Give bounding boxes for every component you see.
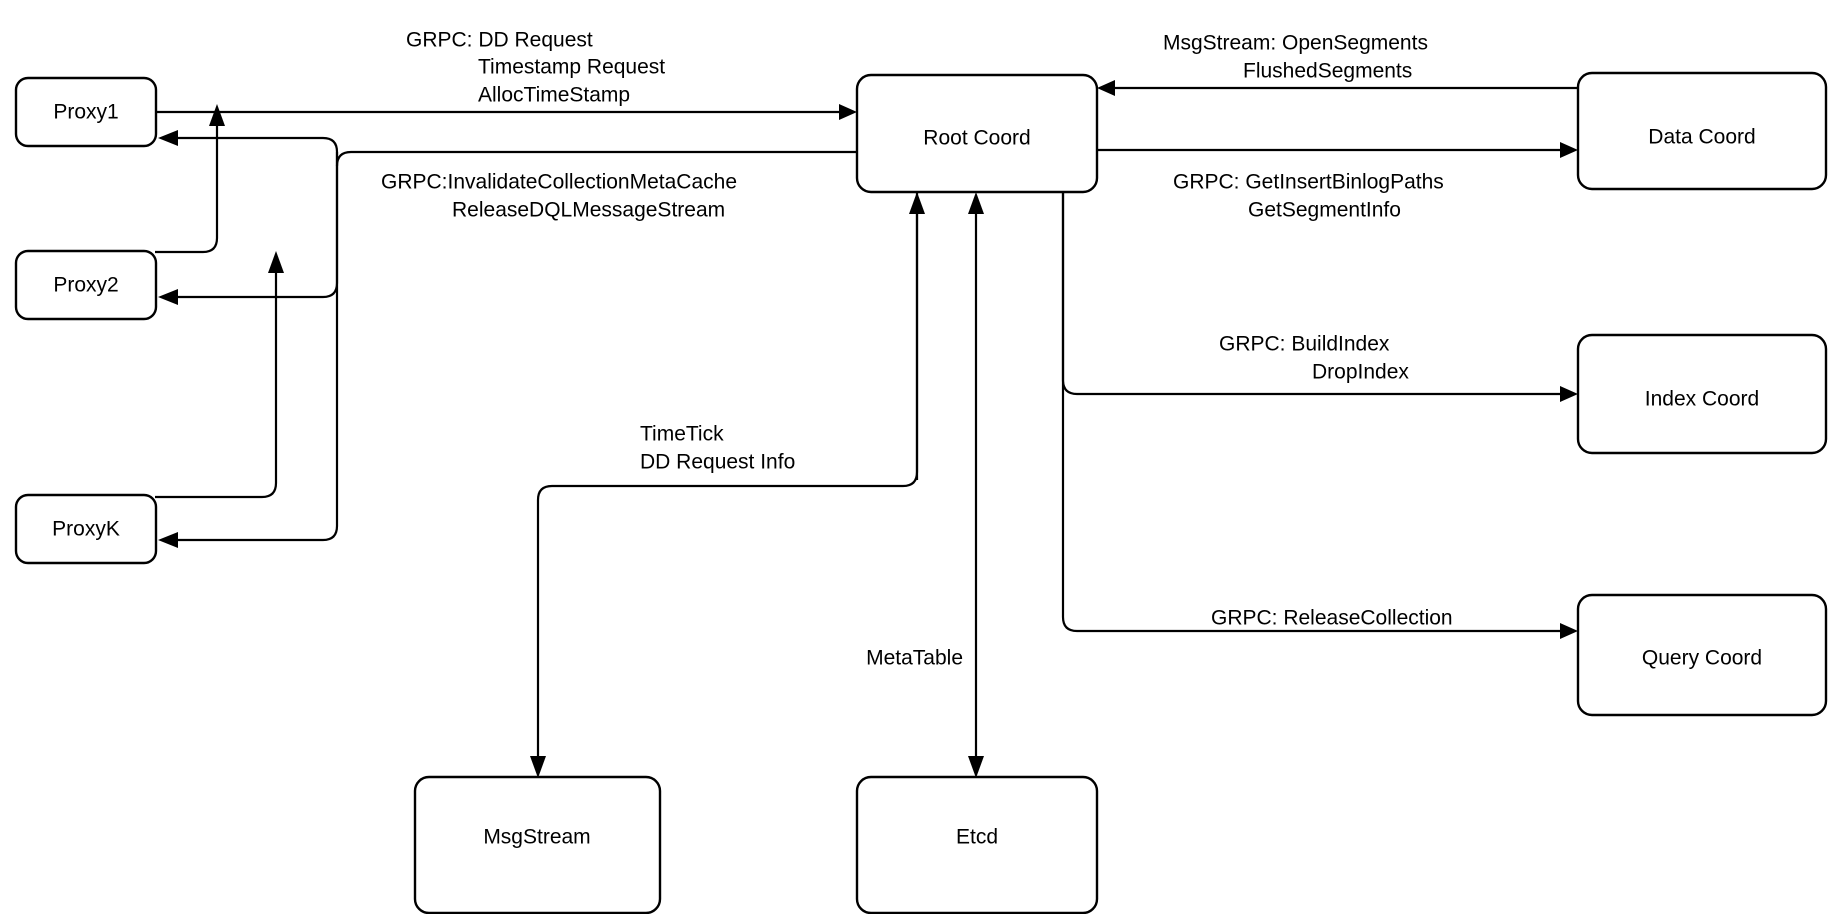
edge-label-rootcoord-to-datacoord-line2: GetSegmentInfo — [1248, 199, 1401, 222]
arrowhead-proxyk-trunk — [268, 251, 284, 273]
node-proxy2[interactable]: Proxy2 — [14, 249, 158, 321]
edge-line-rootcoord-to-querycoord — [1061, 192, 1565, 633]
arrowhead-rootcoord-to-etcd — [968, 756, 984, 778]
arrowhead-rootcoord-to-querycoord — [1560, 623, 1578, 639]
node-querycoord-box[interactable] — [1576, 593, 1828, 717]
arrowhead-datacoord-to-rootcoord — [1097, 80, 1115, 96]
node-rootcoord-label: Root Coord — [923, 127, 1030, 150]
edge-msgstream-to-rootcoord — [909, 192, 925, 480]
edge-label-rootcoord-to-msgstream-line2: DD Request Info — [640, 451, 795, 474]
node-msgstream-box[interactable] — [413, 775, 662, 914]
edge-label-rootcoord-to-etcd-line1: MetaTable — [866, 647, 963, 670]
arrowhead-proxy-to-rootcoord — [839, 104, 857, 120]
node-querycoord-label: Query Coord — [1642, 647, 1762, 670]
edge-label-rootcoord-to-querycoord: GRPC: ReleaseCollection — [1211, 607, 1453, 630]
arrowhead-rootcoord-to-indexcoord — [1560, 386, 1578, 402]
edge-line-proxy2-trunk — [155, 118, 219, 254]
edge-label-rootcoord-to-proxy-line2: ReleaseDQLMessageStream — [452, 199, 725, 222]
node-querycoord[interactable]: Query Coord — [1576, 593, 1828, 717]
edge-label-rootcoord-to-msgstream: TimeTick DD Request Info — [640, 423, 795, 474]
node-rootcoord[interactable]: Root Coord — [855, 73, 1099, 194]
edge-label-rootcoord-to-msgstream-line1: TimeTick — [640, 423, 724, 446]
edge-datacoord-to-rootcoord — [1097, 80, 1578, 96]
edge-rootcoord-to-proxies — [158, 130, 857, 548]
arrowhead-rootcoord-to-proxyk — [158, 532, 178, 548]
edge-label-proxy-to-rootcoord: GRPC: DD Request Timestamp Request Alloc… — [406, 29, 665, 107]
node-proxy1[interactable]: Proxy1 — [14, 76, 158, 148]
node-proxy1-box[interactable] — [14, 76, 158, 148]
edge-label-rootcoord-to-indexcoord-line2: DropIndex — [1312, 361, 1409, 384]
edge-rootcoord-to-etcd — [968, 192, 984, 778]
arrowhead-rootcoord-to-proxy2 — [158, 289, 178, 305]
arrowhead-rootcoord-to-proxy1 — [158, 130, 178, 146]
edge-line-rootcoord-to-msgstream — [536, 192, 919, 762]
edge-label-rootcoord-to-querycoord-line1: GRPC: ReleaseCollection — [1211, 607, 1453, 630]
node-datacoord-box[interactable] — [1576, 71, 1828, 191]
arrowhead-rootcoord-to-msgstream — [530, 756, 546, 778]
arrowhead-etcd-to-rootcoord — [968, 192, 984, 214]
edge-label-rootcoord-to-proxy-line1: GRPC:InvalidateCollectionMetaCache — [381, 171, 737, 194]
node-datacoord-label: Data Coord — [1648, 126, 1755, 149]
edge-line-proxyk-trunk — [155, 265, 278, 499]
edge-proxy-to-rootcoord — [155, 104, 857, 499]
edge-label-datacoord-to-rootcoord-line2: FlushedSegments — [1243, 60, 1412, 83]
node-msgstream[interactable]: MsgStream — [413, 775, 662, 914]
node-etcd[interactable]: Etcd — [855, 775, 1099, 914]
arrowhead-msgstream-to-rootcoord — [909, 192, 925, 214]
node-msgstream-label: MsgStream — [483, 826, 590, 849]
node-proxy2-box[interactable] — [14, 249, 158, 321]
edge-label-datacoord-to-rootcoord-line1: MsgStream: OpenSegments — [1163, 32, 1428, 55]
edge-label-proxy-to-rootcoord-line3: AllocTimeStamp — [478, 84, 630, 107]
edge-line-rootcoord-to-proxyk — [176, 152, 339, 542]
edge-label-proxy-to-rootcoord-line1: GRPC: DD Request — [406, 29, 593, 52]
node-etcd-label: Etcd — [956, 826, 998, 849]
edge-label-rootcoord-to-indexcoord-line1: GRPC: BuildIndex — [1219, 333, 1390, 356]
node-indexcoord-box[interactable] — [1576, 333, 1828, 455]
node-datacoord[interactable]: Data Coord — [1576, 71, 1828, 191]
node-proxy1-label: Proxy1 — [53, 101, 118, 124]
edge-label-rootcoord-to-datacoord-line1: GRPC: GetInsertBinlogPaths — [1173, 171, 1444, 194]
node-rootcoord-box[interactable] — [855, 73, 1099, 194]
node-etcd-box[interactable] — [855, 775, 1099, 914]
edge-label-rootcoord-to-proxy: GRPC:InvalidateCollectionMetaCache Relea… — [381, 171, 737, 222]
arrowhead-proxy2-trunk — [209, 104, 225, 126]
edge-line-rootcoord-to-proxy1 — [176, 136, 339, 166]
edge-rootcoord-to-datacoord — [1097, 142, 1578, 158]
node-proxyk-box[interactable] — [14, 493, 158, 565]
node-proxyk[interactable]: ProxyK — [14, 493, 158, 565]
edge-label-proxy-to-rootcoord-line2: Timestamp Request — [478, 56, 665, 79]
node-proxy2-label: Proxy2 — [53, 274, 118, 297]
edge-rootcoord-to-querycoord — [1061, 192, 1578, 639]
node-indexcoord[interactable]: Index Coord — [1576, 333, 1828, 455]
edge-label-datacoord-to-rootcoord: MsgStream: OpenSegments FlushedSegments — [1163, 32, 1428, 83]
node-indexcoord-label: Index Coord — [1645, 388, 1759, 411]
edge-label-rootcoord-to-datacoord: GRPC: GetInsertBinlogPaths GetSegmentInf… — [1173, 171, 1444, 222]
arrowhead-rootcoord-to-datacoord — [1560, 142, 1578, 158]
edge-rootcoord-to-msgstream — [530, 192, 919, 778]
edge-label-rootcoord-to-etcd: MetaTable — [866, 647, 963, 670]
node-proxyk-label: ProxyK — [52, 518, 120, 541]
edge-label-rootcoord-to-indexcoord: GRPC: BuildIndex DropIndex — [1219, 333, 1409, 384]
